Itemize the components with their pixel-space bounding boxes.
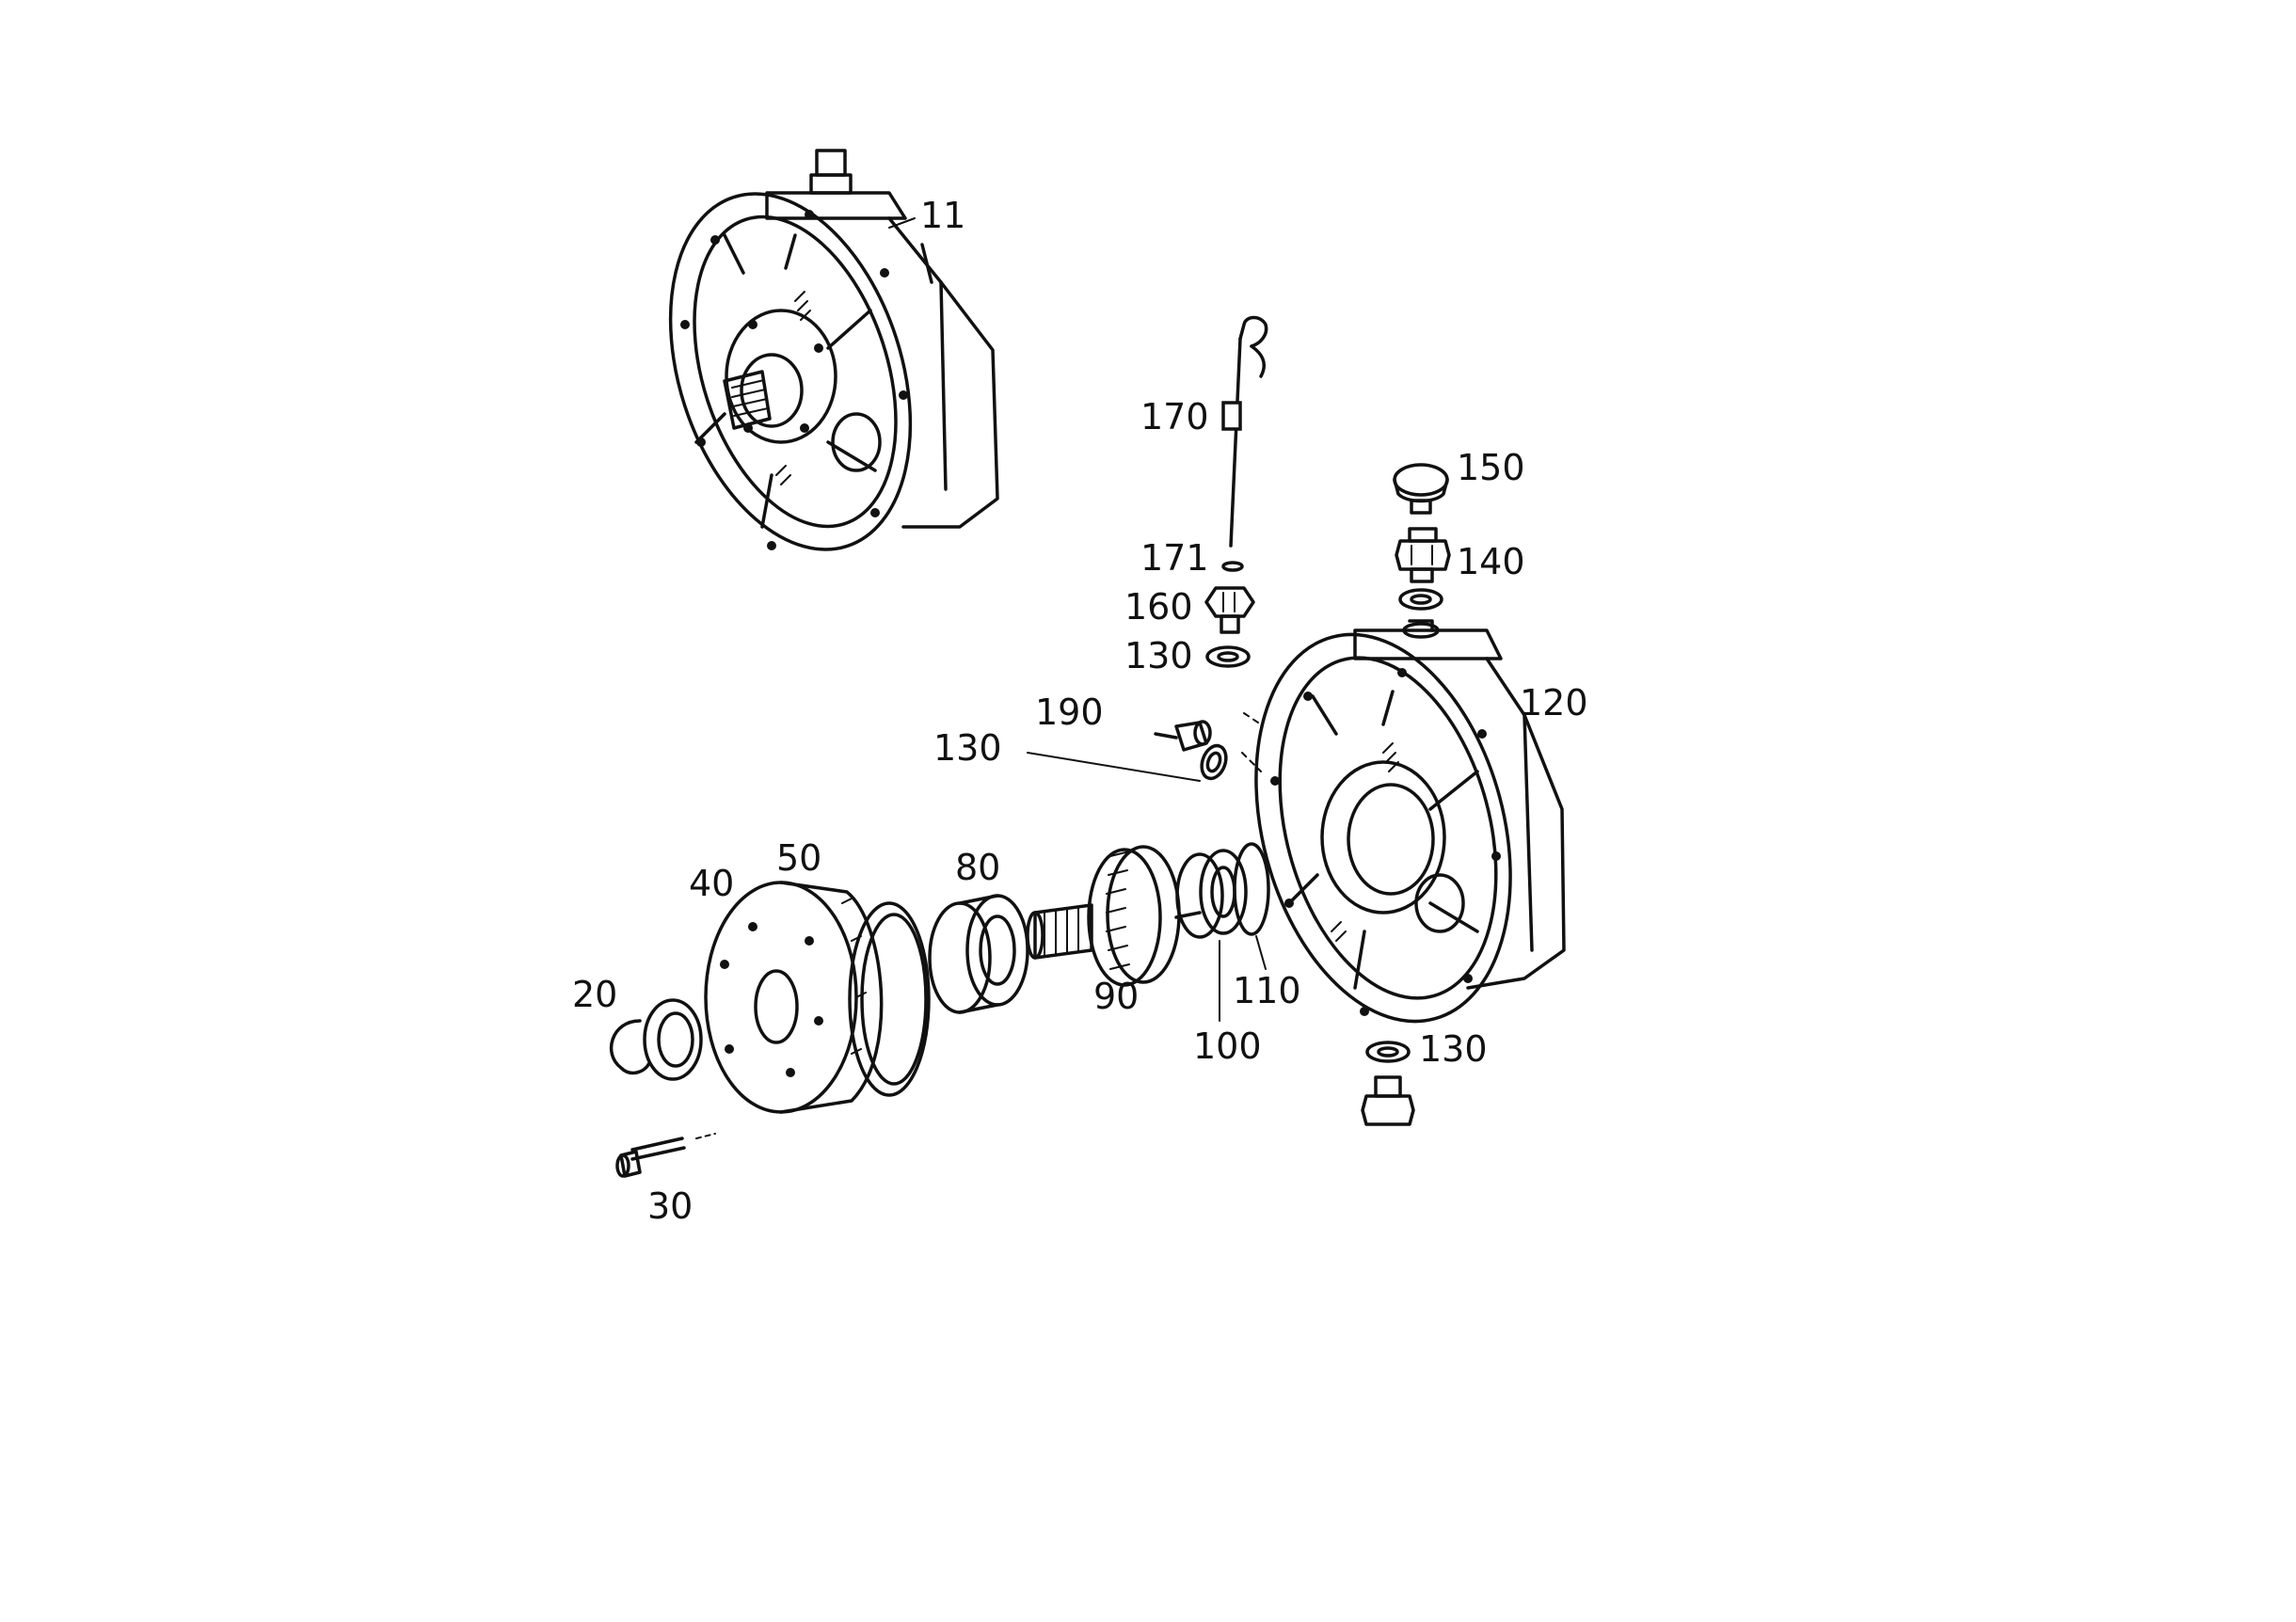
- housing-assembly-part-11: [668, 149, 999, 551]
- guide-plug-part-160: [1204, 586, 1255, 634]
- circlip-part-20: [610, 998, 703, 1081]
- label-130-bottom: 130: [1419, 1028, 1488, 1070]
- dipstick-part-170: [1221, 315, 1268, 548]
- seal-ring-part-130-middle: [1200, 743, 1228, 781]
- plug-part-150: [1393, 463, 1449, 515]
- adapter-part-140: [1395, 527, 1451, 583]
- label-100: 100: [1193, 1026, 1262, 1067]
- label-130-middle: 130: [933, 727, 1002, 769]
- gear-shaft-part-90: [1026, 845, 1202, 987]
- shim-part-110: [1233, 842, 1270, 936]
- seal-part-50: [848, 901, 931, 1097]
- label-11: 11: [920, 195, 965, 236]
- label-50: 50: [776, 837, 821, 879]
- label-120: 120: [1520, 682, 1588, 724]
- label-90: 90: [1093, 976, 1139, 1017]
- label-140: 140: [1457, 541, 1525, 582]
- label-20: 20: [572, 974, 617, 1015]
- label-80: 80: [955, 847, 1000, 888]
- label-30: 30: [647, 1185, 693, 1227]
- cover-part-40: [704, 881, 884, 1114]
- label-160: 160: [1124, 586, 1193, 628]
- label-170: 170: [1140, 396, 1209, 437]
- label-110: 110: [1233, 970, 1301, 1011]
- bearing-part-80: [928, 894, 1029, 1014]
- label-150: 150: [1457, 447, 1525, 488]
- seal-ring-under-140: [1398, 588, 1443, 611]
- o-ring-part-171: [1221, 561, 1244, 572]
- label-130-top: 130: [1124, 635, 1193, 676]
- label-40: 40: [689, 863, 734, 904]
- label-171: 171: [1140, 537, 1209, 579]
- seal-ring-part-130-top: [1205, 645, 1251, 668]
- seal-ring-part-130-bottom: [1361, 1041, 1415, 1126]
- plug-part-190: [1154, 720, 1212, 752]
- label-190: 190: [1035, 692, 1104, 733]
- bolt-part-30: [615, 1133, 716, 1178]
- housing-part-120: [1254, 619, 1566, 1024]
